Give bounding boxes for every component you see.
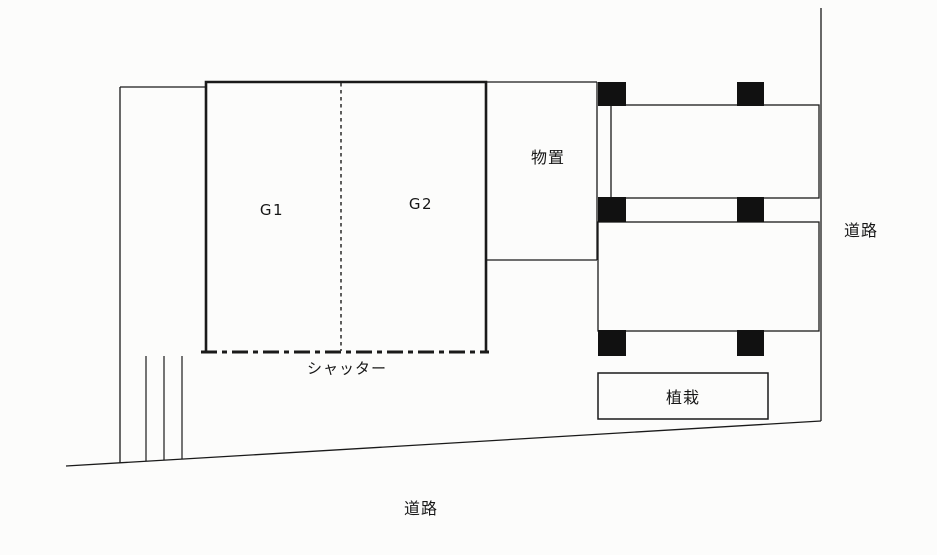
carport-outlines <box>597 104 820 332</box>
carport-lower-outline <box>597 221 820 332</box>
boundary-lines <box>65 8 822 467</box>
planting-box <box>597 372 769 420</box>
gate-lines <box>145 356 183 461</box>
garage-g2-label: G2 <box>408 195 434 213</box>
pillar-marker <box>598 82 626 106</box>
garage-g1-label: G1 <box>259 201 285 219</box>
pillar-marker <box>737 330 764 356</box>
shutter-label: シャッター <box>306 359 388 378</box>
boundary-bottom-line <box>65 420 822 467</box>
road-bottom-label: 道路 <box>403 499 439 518</box>
planting-outline <box>597 372 769 420</box>
storage-label: 物置 <box>530 148 566 167</box>
carport-upper-outline <box>610 104 820 199</box>
storage-outline <box>486 81 598 261</box>
pillar-marker <box>598 197 626 222</box>
pillar-marker <box>598 330 626 356</box>
pillar-marker <box>737 82 764 106</box>
pillar-markers <box>598 82 764 356</box>
road-right-label: 道路 <box>843 221 879 240</box>
garage-walls <box>204 80 488 352</box>
planting-label: 植栽 <box>665 388 701 407</box>
garage-outline <box>201 80 489 354</box>
pillar-marker <box>737 197 764 222</box>
